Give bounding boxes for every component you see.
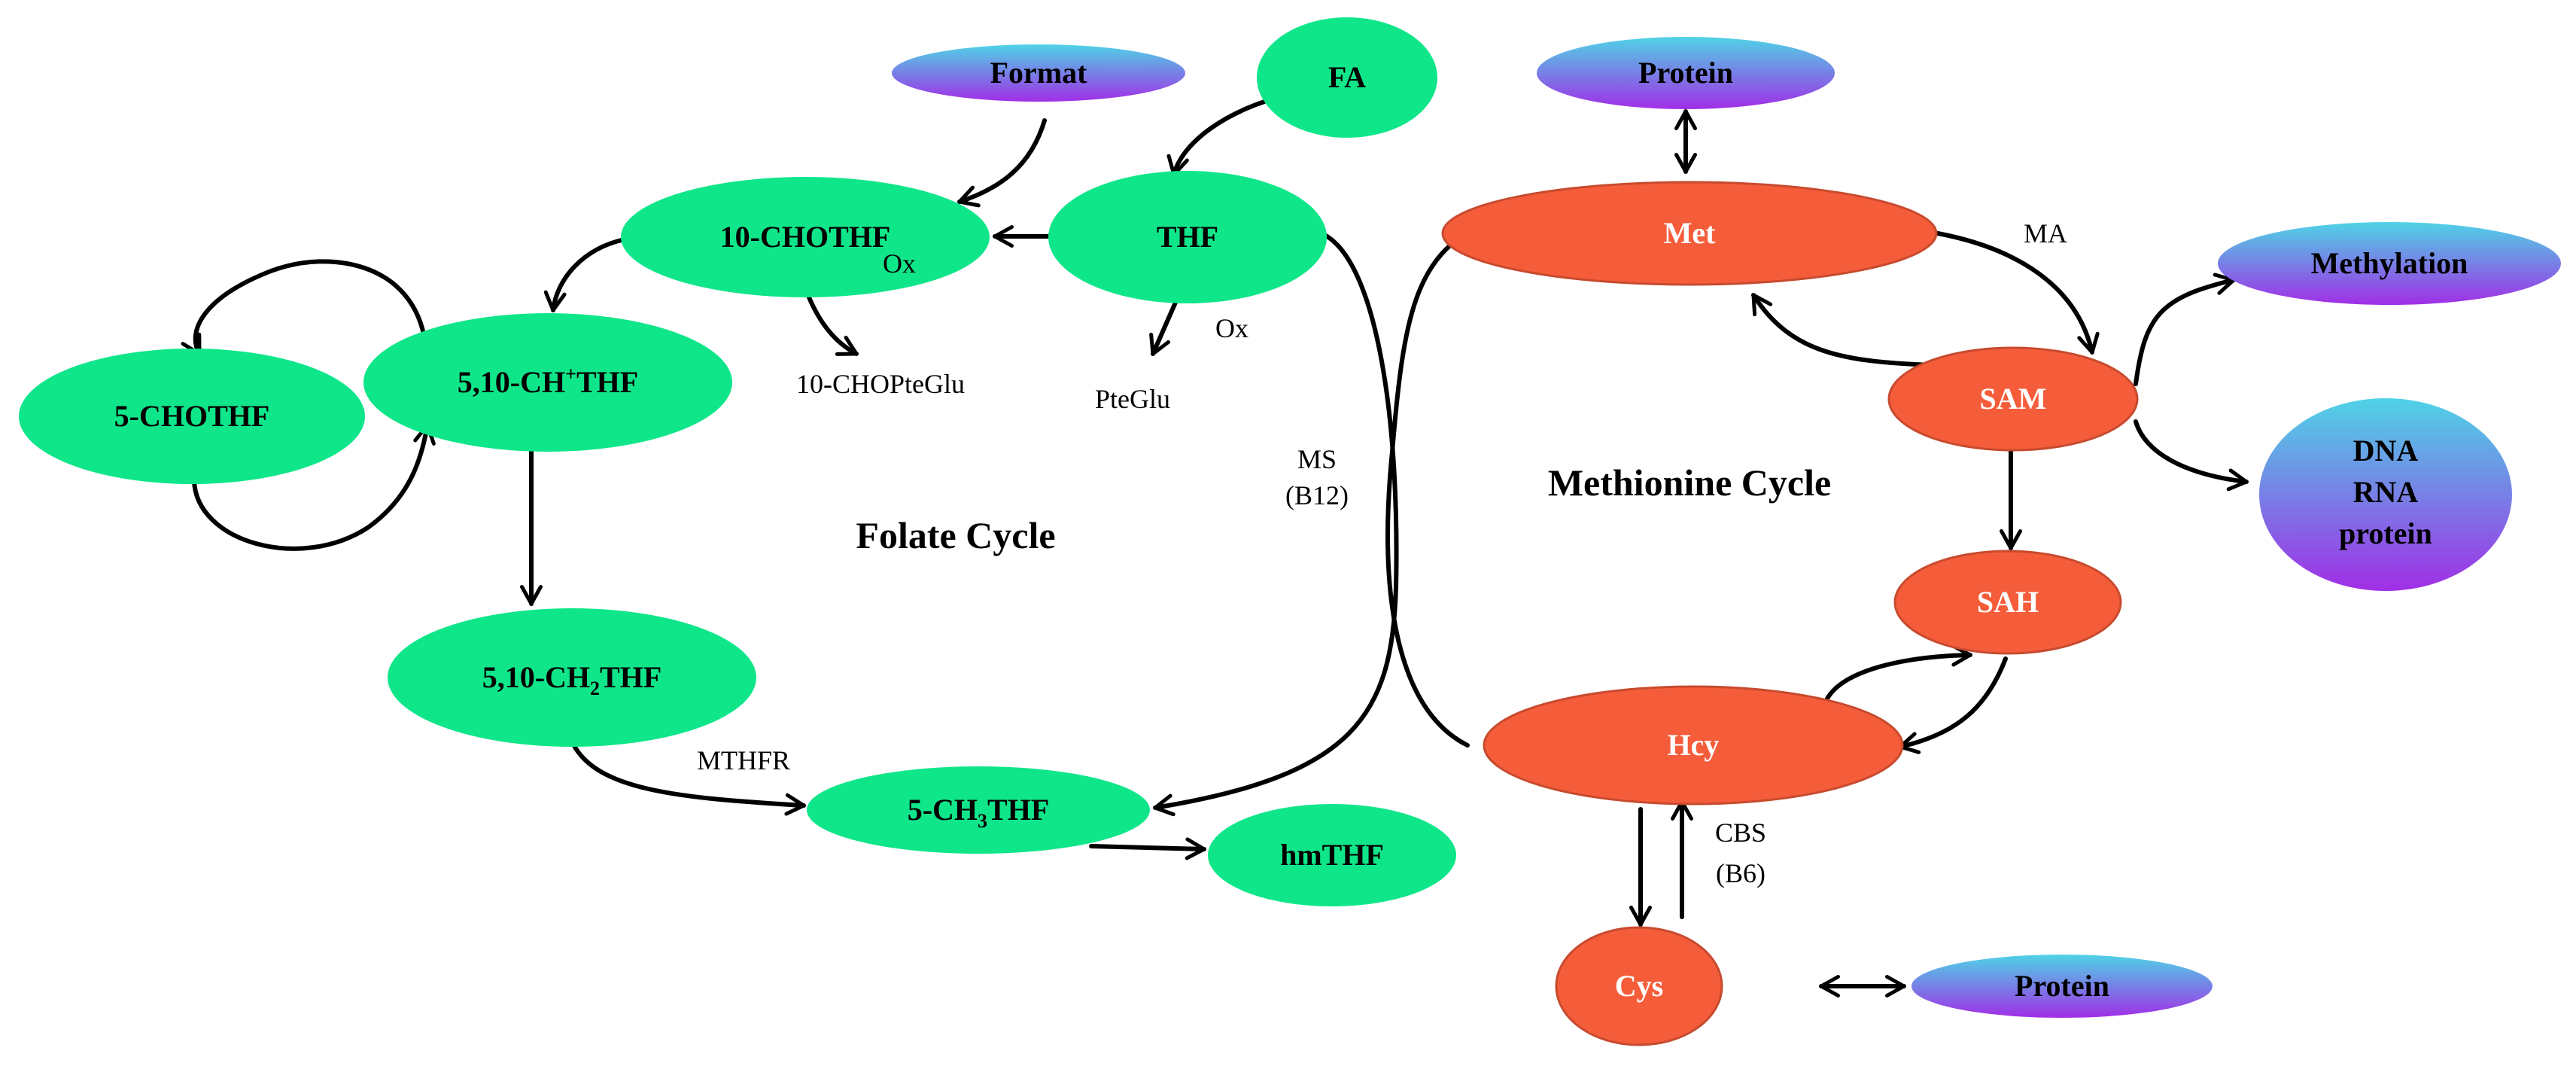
label-ms: MS — [1297, 444, 1337, 474]
node-5chothf-label: 5-CHOTHF — [114, 399, 270, 433]
target-nodes: Format Protein Methylation DNA RNA prote… — [892, 37, 2561, 1018]
node-10chothf-label: 10-CHOTHF — [720, 220, 891, 254]
cycle-titles: Folate Cycle Methionine Cycle — [856, 461, 1831, 556]
node-510chthf-label: 5,10-CH+THF — [458, 363, 638, 399]
edge-met-to-sam — [1936, 231, 2100, 355]
folate-nodes: FA 10-CHOTHF THF 5-CHOTHF 5,10-CH+THF 5,… — [19, 17, 1456, 906]
node-protein-bottom-label: Protein — [2015, 969, 2109, 1003]
edges — [181, 93, 2249, 997]
node-sam-label: SAM — [1980, 382, 2047, 416]
label-ma: MA — [2024, 218, 2067, 248]
node-5ch3thf: 5-CH3THF — [807, 766, 1150, 854]
node-sam: SAM — [1887, 346, 2139, 452]
edge-thf-to-pteglu — [1149, 295, 1180, 356]
edge-10chothf-to-chopteglu — [807, 295, 859, 356]
edge-sah-to-hcy — [1898, 656, 2008, 754]
edge-sam-to-methylation — [2133, 273, 2236, 386]
node-510chthf: 5,10-CH+THF — [363, 313, 732, 452]
node-hmthf-label: hmTHF — [1280, 838, 1384, 872]
node-protein-top: Protein — [1537, 37, 1835, 109]
node-met: Met — [1441, 181, 1938, 286]
edge-510chthf-to-5chothf — [181, 259, 427, 356]
node-cys: Cys — [1555, 926, 1723, 1046]
edge-hcy-to-met — [1385, 221, 1485, 748]
node-fa: FA — [1257, 17, 1437, 138]
node-cys-label: Cys — [1615, 969, 1663, 1003]
node-5chothf: 5-CHOTHF — [19, 349, 365, 484]
edge-510ch2thf-to-5ch3thf — [570, 739, 806, 816]
methionine-cycle-title: Methionine Cycle — [1548, 461, 1831, 504]
node-5ch3thf-label: 5-CH3THF — [908, 793, 1050, 832]
node-thf: THF — [1048, 171, 1327, 303]
node-510ch2thf: 5,10-CH2THF — [388, 608, 756, 747]
edge-thf-to-5ch3thf — [1153, 233, 1399, 817]
node-hcy: Hcy — [1483, 685, 1904, 806]
node-dna-label: DNA — [2353, 434, 2419, 467]
node-fa-label: FA — [1328, 60, 1366, 94]
folate-cycle-title: Folate Cycle — [856, 514, 1055, 556]
edge-5chothf-to-510chthf — [192, 423, 436, 551]
label-mthfr: MTHFR — [697, 745, 790, 775]
label-b6: (B6) — [1716, 858, 1765, 888]
node-510ch2thf-label: 5,10-CH2THF — [482, 660, 662, 699]
edge-sam-to-met — [1751, 293, 1933, 367]
node-sah-label: SAH — [1977, 585, 2039, 619]
edge-10chothf-to-510chthf — [543, 237, 627, 312]
node-protein-mid-label: protein — [2339, 516, 2432, 550]
label-10-chopteglu: 10-CHOPteGlu — [796, 369, 965, 399]
node-thf-label: THF — [1157, 220, 1218, 254]
edge-format-to-10chothf — [957, 118, 1047, 208]
node-10chothf: 10-CHOTHF — [621, 177, 990, 297]
label-ox-2: Ox — [1215, 313, 1248, 343]
node-format-label: Format — [990, 56, 1088, 90]
edge-sam-to-dna — [2133, 419, 2249, 492]
node-methylation-label: Methylation — [2311, 246, 2468, 280]
node-methylation: Methylation — [2218, 222, 2561, 305]
node-format: Format — [892, 44, 1185, 102]
edge-labels: Ox 10-CHOPteGlu Ox PteGlu MS (B12) MTHFR… — [697, 218, 2067, 888]
node-hcy-label: Hcy — [1668, 728, 1720, 762]
node-protein-top-label: Protein — [1638, 56, 1733, 90]
label-ox-1: Ox — [883, 248, 916, 279]
node-sah: SAH — [1893, 550, 2122, 655]
node-rna-label: RNA — [2353, 475, 2419, 509]
node-dna-rna-protein: DNA RNA protein — [2259, 398, 2512, 591]
node-hmthf: hmTHF — [1208, 804, 1456, 906]
edge-5ch3thf-to-hmthf — [1089, 837, 1206, 860]
label-b12: (B12) — [1285, 480, 1349, 510]
edge-hcy-to-sah — [1825, 644, 1972, 701]
label-cbs: CBS — [1715, 818, 1766, 848]
node-met-label: Met — [1664, 216, 1717, 250]
label-pteglu: PteGlu — [1095, 384, 1170, 414]
node-protein-bottom: Protein — [1911, 955, 2213, 1018]
methionine-nodes: Met SAM SAH Hcy Cys — [1441, 181, 2139, 1046]
